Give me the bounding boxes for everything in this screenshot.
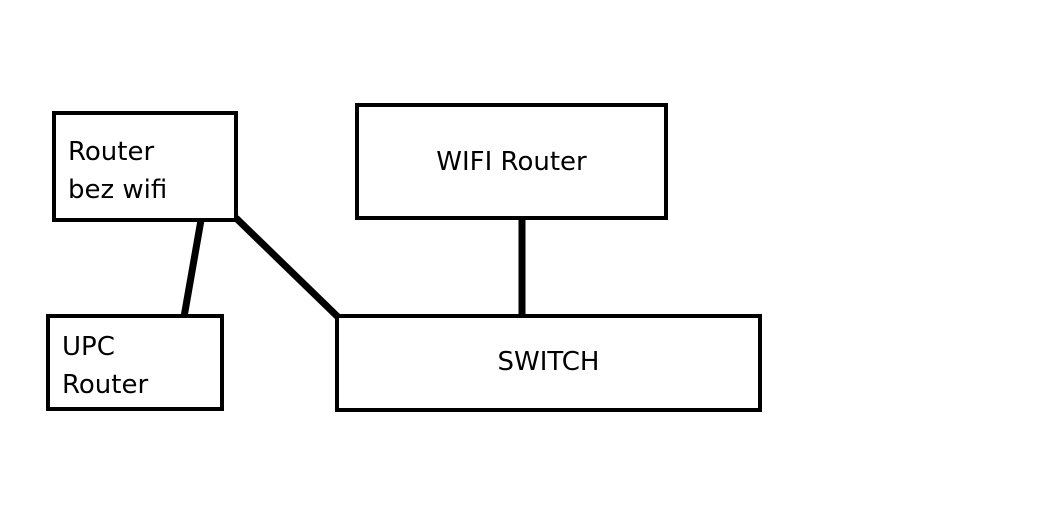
router-bez-wifi-label: Router bez wifi <box>68 137 168 205</box>
switch-node: SWITCH <box>335 314 762 412</box>
upc-router-node: UPC Router <box>46 314 224 411</box>
wifi-router-node: WIFI Router <box>355 103 668 220</box>
link-router-bez-wifi-to-switch <box>233 215 342 321</box>
switch-label: SWITCH <box>497 347 600 377</box>
link-router-bez-wifi-to-upc-router <box>180 219 205 318</box>
router-bez-wifi-node: Router bez wifi <box>52 111 238 222</box>
upc-router-label: UPC Router <box>62 332 149 400</box>
wifi-router-label: WIFI Router <box>436 147 587 177</box>
